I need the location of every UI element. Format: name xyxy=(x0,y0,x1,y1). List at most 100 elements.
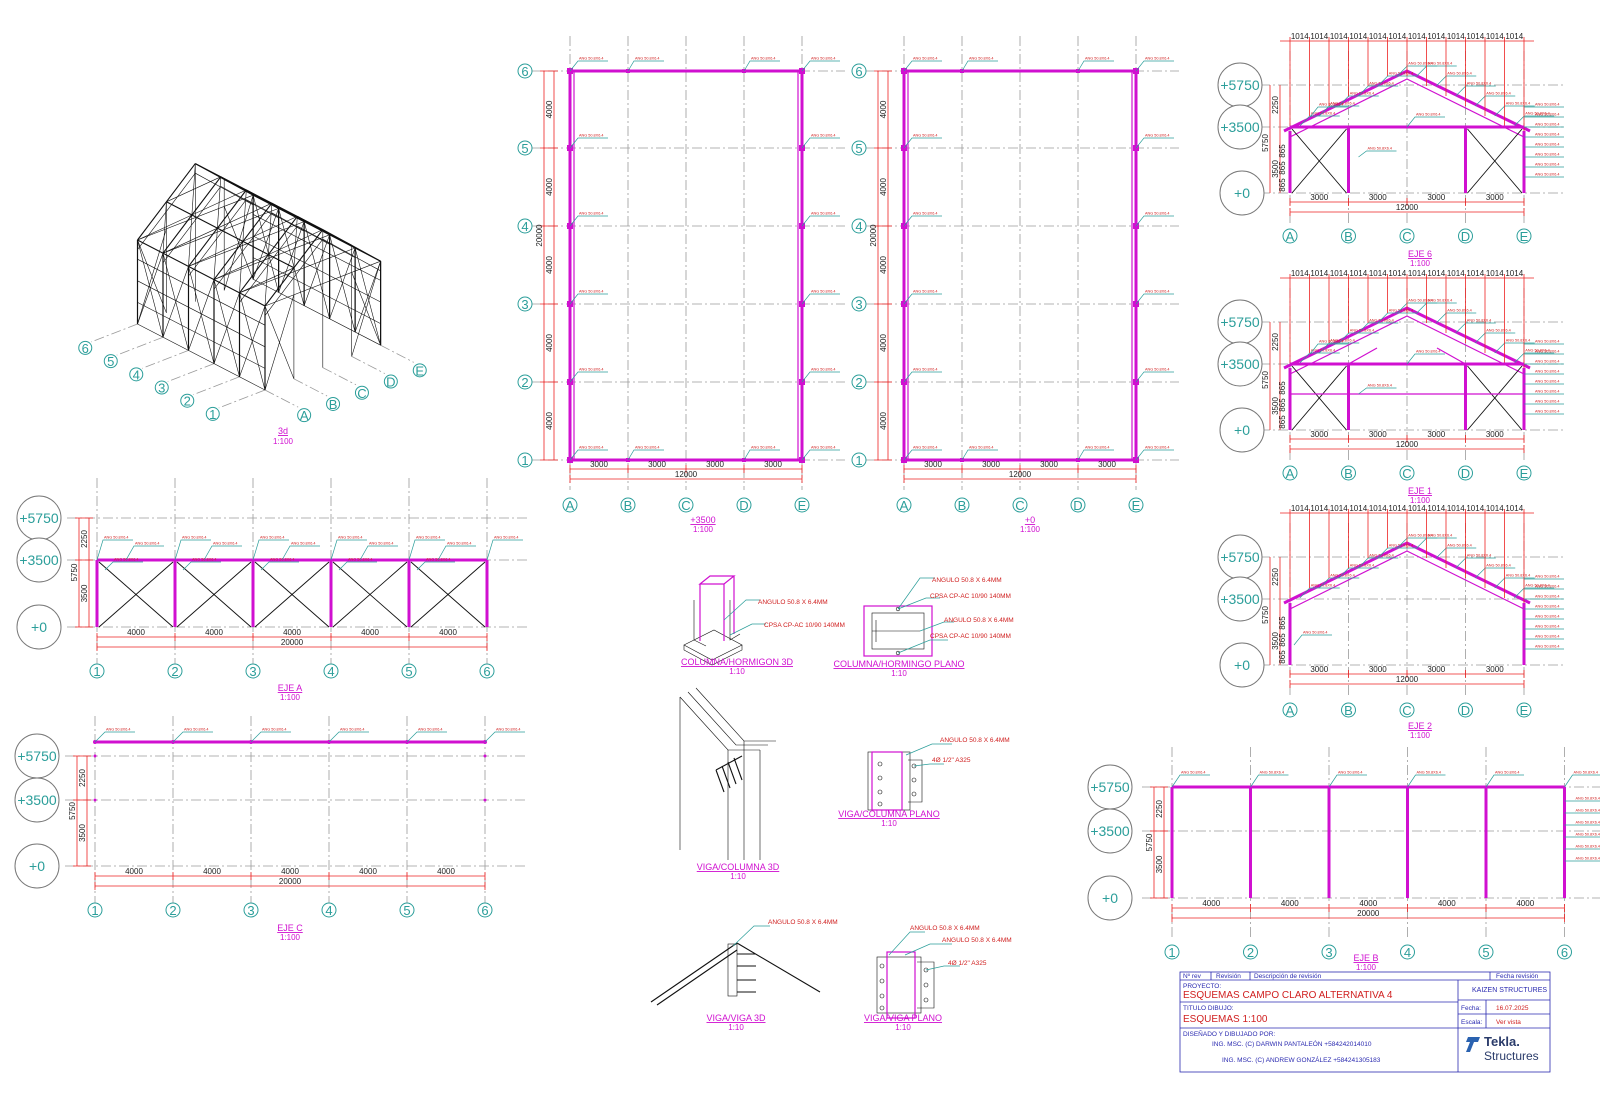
leader-line xyxy=(1358,150,1397,158)
dimension-label: 1014 xyxy=(1330,32,1348,41)
leader-note: ANG 50.8X6.4 xyxy=(1330,102,1354,106)
grid-line xyxy=(193,376,240,396)
tb-project-label: PROYECTO: xyxy=(1183,983,1221,990)
leader-note: ANG 50.8X6.4 xyxy=(1350,92,1374,96)
grid-bubble xyxy=(517,63,533,79)
dimension-label: 4000 xyxy=(879,334,888,352)
grid-bubble xyxy=(129,367,144,382)
iso-wall-brace xyxy=(223,206,254,280)
grid-bubble xyxy=(412,363,427,378)
leader-note: ANG 50.8X6.4 xyxy=(1574,771,1598,775)
grid-bubble xyxy=(851,140,867,156)
leader-note: ANG 50.8X6.4 xyxy=(913,134,937,138)
dimension-total-label: 12000 xyxy=(675,470,698,479)
leader-line xyxy=(252,539,289,561)
note-bcplan-1: ANGULO 50.8 X 6.4MM xyxy=(940,737,1010,744)
dimension-label: 4000 xyxy=(879,256,888,274)
leader-line xyxy=(260,561,299,571)
iso-girt xyxy=(137,280,266,348)
dimension-label: 1014 xyxy=(1369,32,1387,41)
dimension-label: 3000 xyxy=(1486,193,1504,202)
dimension-label: 4000 xyxy=(437,867,455,876)
leader-note: ANG 50.8X6.4 xyxy=(338,536,362,540)
grid-bubble xyxy=(954,497,970,513)
note-col3d-2: CPSA CP-AC 10/90 140MM xyxy=(764,622,845,629)
grid-bubble xyxy=(620,497,636,513)
dimension-label: 20000 xyxy=(869,224,878,247)
level-label: +3500 xyxy=(1090,823,1130,839)
leader-note: ANG 50.8X6.4 xyxy=(1535,173,1559,177)
leader-note: ANG 50.8X6.4 xyxy=(1369,319,1393,323)
dimension-label: 1014 xyxy=(1505,269,1523,278)
leader-note: ANG 50.8X6.4 xyxy=(1389,544,1413,548)
leader-note: ANG 50.8X6.4 xyxy=(1408,62,1432,66)
leader-line xyxy=(1358,387,1397,395)
leader-note: ANG 50.8X6.4 xyxy=(1535,595,1559,599)
leader-note: ANG 50.8X6.4 xyxy=(418,728,442,732)
leader-note: ANG 50.8X6.4 xyxy=(579,446,603,450)
dimension-label: 3000 xyxy=(1369,193,1387,202)
leader-note: ANG 50.8X6.4 xyxy=(114,558,138,562)
leader-note: ANG 50.8X6.4 xyxy=(1535,380,1559,384)
iso-roof-brace xyxy=(224,179,279,209)
grid-bubble-label: 2 xyxy=(521,375,528,390)
grid-bubble-label: 3 xyxy=(249,664,256,679)
bracing xyxy=(254,561,330,628)
leader-note: ANG 50.8X6.4 xyxy=(369,542,393,546)
level-label: +0 xyxy=(31,619,47,635)
dimension-label: 3000 xyxy=(982,460,1000,469)
grid-bubble-label: 6 xyxy=(483,664,490,679)
iso-tie xyxy=(239,247,356,294)
iso-tie xyxy=(188,221,305,267)
iso-roof-brace xyxy=(213,254,269,280)
grid-bubble xyxy=(851,374,867,390)
dimension-total-label: 12000 xyxy=(1396,675,1419,684)
grid-bubble xyxy=(205,406,220,421)
grid-bubble-label: 5 xyxy=(521,141,528,156)
dimension-label: 3000 xyxy=(1310,193,1328,202)
dimension-label: 3000 xyxy=(1369,665,1387,674)
grid-bubble xyxy=(1012,497,1028,513)
iso-tie xyxy=(162,208,279,254)
dimension-label: 1014 xyxy=(1349,32,1367,41)
bracing xyxy=(98,561,174,628)
grid-bubble-label: 3 xyxy=(1325,945,1332,960)
dimension-label: 1014 xyxy=(1291,32,1309,41)
grid-bubble-label: 5 xyxy=(405,664,412,679)
leader-note: ANG 50.8X6.4 xyxy=(811,368,835,372)
leader-line xyxy=(1135,60,1174,72)
tb-h-rev: Nº rev xyxy=(1183,973,1202,980)
dimension-label: 1014 xyxy=(1447,32,1465,41)
leader-note: ANG 50.8X6.4 xyxy=(811,134,835,138)
beam-beam-plan-scale: 1:10 xyxy=(895,1023,911,1032)
leader-line xyxy=(801,215,840,227)
grid-bubble xyxy=(1070,497,1086,513)
level-label: +0 xyxy=(1102,890,1118,906)
leader-line xyxy=(801,137,840,149)
leader-note: ANG 50.8X6.4 xyxy=(1506,339,1530,343)
grid-bubble-label: 6 xyxy=(521,64,528,79)
leader-line xyxy=(174,539,211,561)
leader-line xyxy=(627,449,664,461)
leader-note: ANG 50.8X6.4 xyxy=(1535,143,1559,147)
leader-line xyxy=(330,539,367,561)
plan1-title: +3500 xyxy=(690,515,715,525)
grid-bubble-label: B xyxy=(958,498,967,513)
dimension-label: 1014 xyxy=(1505,32,1523,41)
grid-bubble xyxy=(354,385,369,400)
grid-bubble-label: E xyxy=(1520,229,1529,244)
leader-line xyxy=(437,545,476,561)
dimension-label: 20000 xyxy=(535,224,544,247)
note-bbplan-1: ANGULO 50.8 X 6.4MM xyxy=(910,925,980,932)
grid-bubble xyxy=(78,340,93,355)
dimension-label: 865 xyxy=(1278,650,1287,664)
dimension-label: 1014 xyxy=(1310,504,1328,513)
dimension-label: 4000 xyxy=(545,178,554,196)
iso-rafter-chord xyxy=(300,228,330,245)
grid-bubble xyxy=(1282,228,1298,244)
dimension-label: 4000 xyxy=(125,867,143,876)
leader-note: ANG 50.8X6.4 xyxy=(1417,771,1441,775)
dimension-label: 2250 xyxy=(1271,96,1280,114)
grid-bubble-label: C xyxy=(1402,703,1411,718)
